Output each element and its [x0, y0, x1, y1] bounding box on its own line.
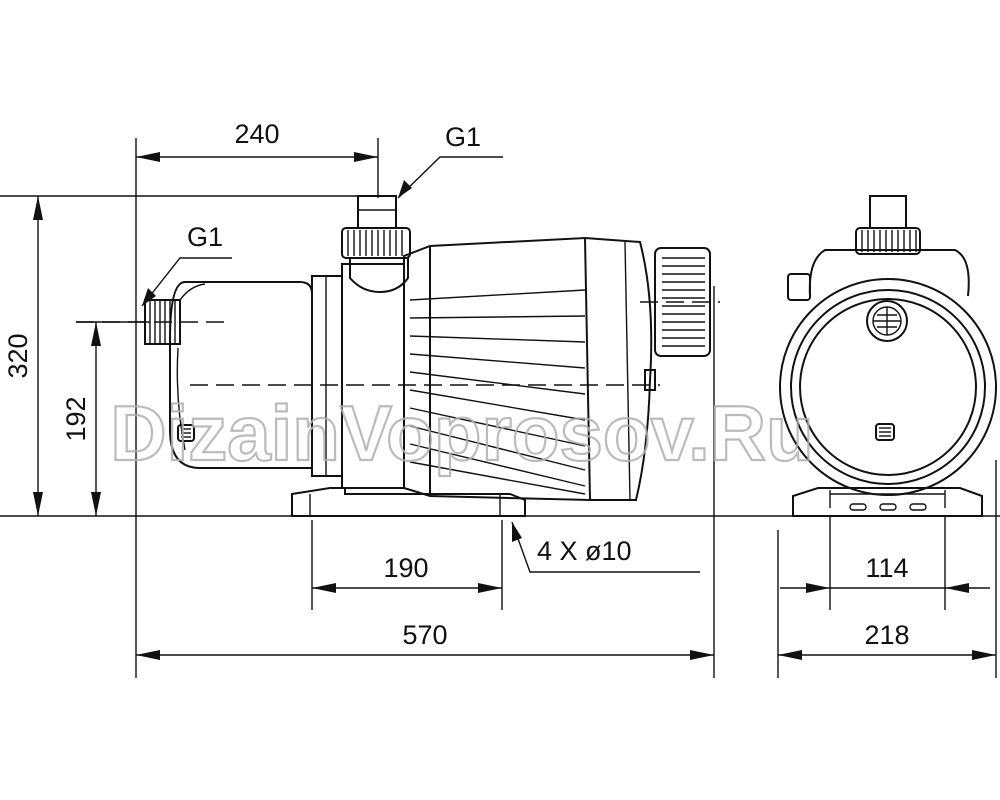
dim-outlet-thread: G1: [445, 122, 481, 152]
dim-foot-spacing: 190: [383, 553, 428, 583]
dimension-lines: [0, 138, 1000, 678]
dim-total-length: 570: [402, 620, 447, 650]
dim-total-height: 320: [3, 333, 33, 378]
rear-cap-ridges: [662, 257, 705, 347]
outlet-nut-ridges: [347, 230, 403, 256]
watermark-text: DizainVoprosov.Ru: [110, 389, 814, 477]
dim-inlet-height: 192: [61, 396, 91, 441]
dim-side-foot-spacing: 114: [865, 553, 908, 583]
pump-side-view: [76, 195, 720, 517]
dim-top-width: 240: [234, 119, 279, 149]
front-nut-ridges: [861, 230, 917, 252]
dim-inlet-thread: G1: [187, 222, 223, 252]
dim-mounting-holes: 4 X ø10: [537, 536, 632, 566]
dim-side-width: 218: [864, 620, 909, 650]
motor-cooling-fins: [409, 289, 586, 495]
dimension-labels: 240 G1 G1 320 192 190 4 X ø10 570 114 21…: [3, 119, 910, 650]
